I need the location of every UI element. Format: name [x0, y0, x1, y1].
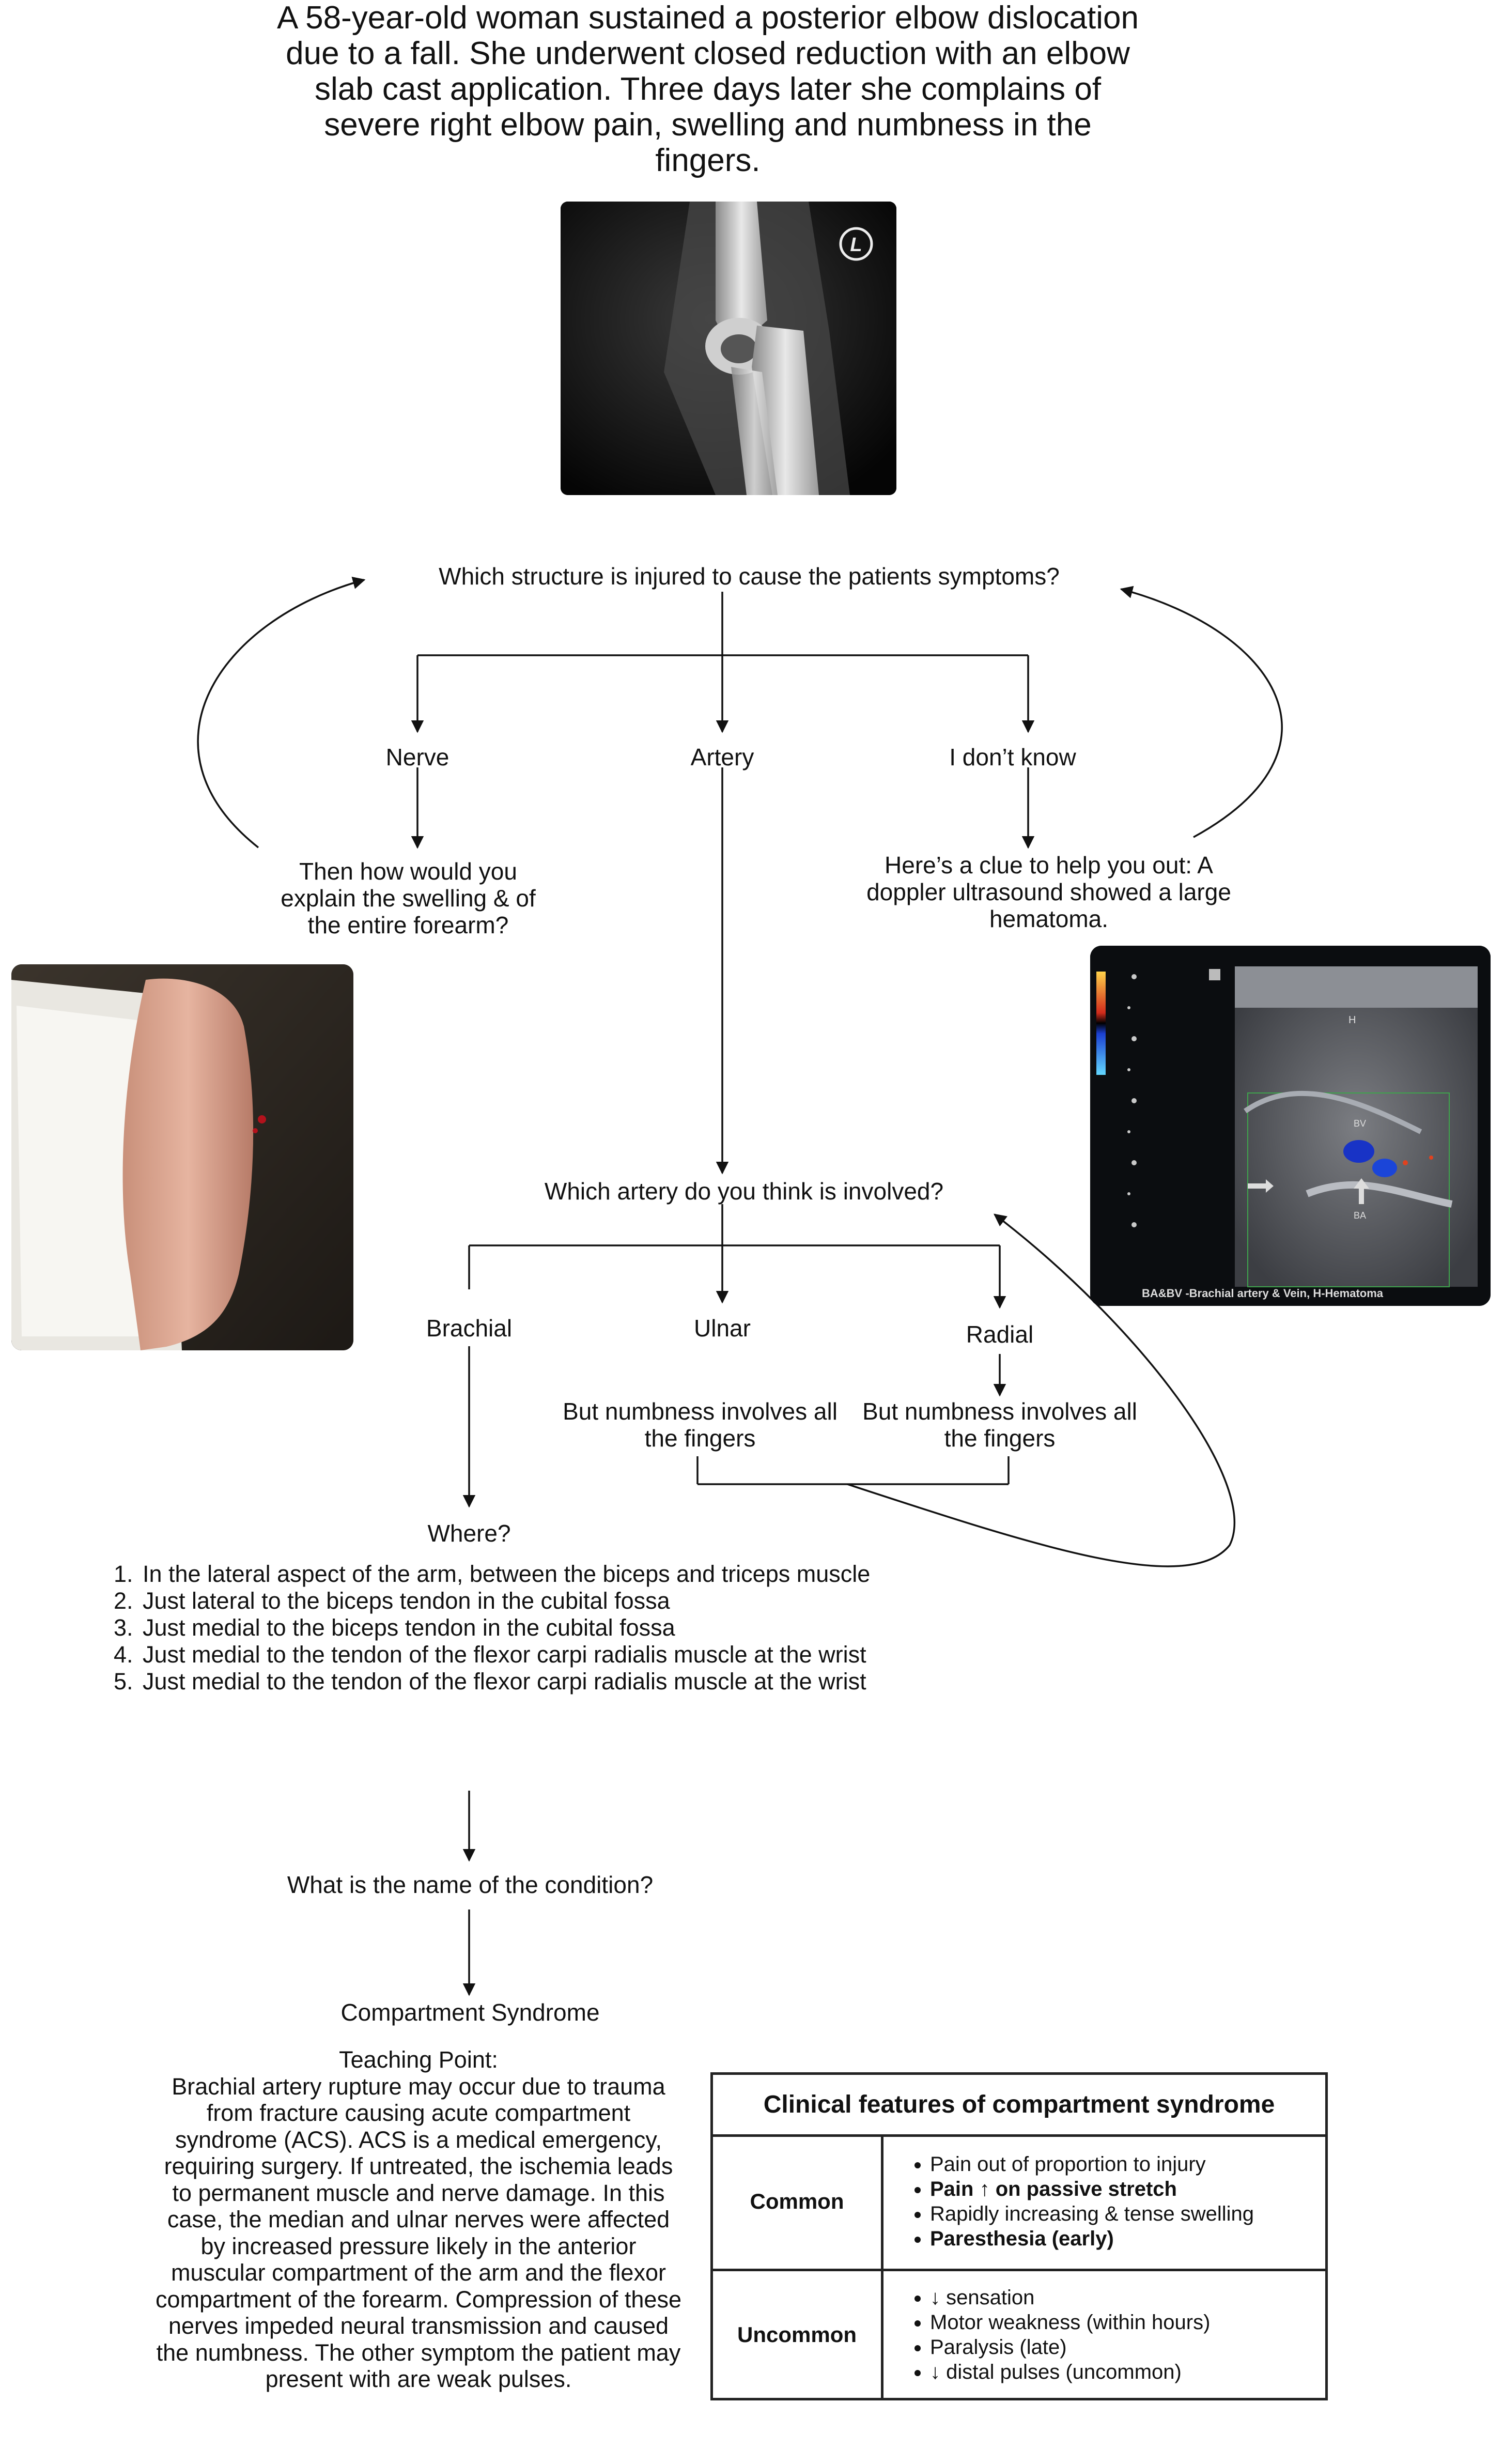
teaching-body: Brachial artery rupture may occur due to… — [156, 2073, 681, 2393]
table-row-common: Common Pain out of proportion to injury … — [713, 2134, 1325, 2271]
feature-item: ↓ distal pulses (uncommon) — [930, 2360, 1210, 2384]
feature-item: Pain out of proportion to injury — [930, 2152, 1254, 2177]
where-option[interactable]: Just medial to the biceps tendon in the … — [139, 1614, 914, 1641]
teaching-title: Teaching Point: — [339, 2046, 498, 2073]
nerve-feedback: Then how would you explain the swelling … — [281, 858, 536, 938]
feature-item: Pain ↑ on passive stretch — [930, 2177, 1254, 2201]
us-label-ba: BA — [1354, 1210, 1366, 1221]
table-title: Clinical features of compartment syndrom… — [713, 2075, 1325, 2137]
feature-item: Rapidly increasing & tense swelling — [930, 2201, 1254, 2226]
option-i-dont-know[interactable]: I don’t know — [949, 744, 1076, 771]
row-label: Uncommon — [713, 2271, 883, 2398]
row-label: Common — [713, 2134, 883, 2269]
xray-side-marker: L — [850, 234, 862, 256]
feature-list: Pain out of proportion to injury Pain ↑ … — [883, 2134, 1254, 2269]
us-label-bv: BV — [1354, 1118, 1366, 1129]
ulnar-feedback: But numbness involves all the fingers — [563, 1398, 838, 1452]
question-artery-involved: Which artery do you think is involved? — [544, 1178, 944, 1205]
us-caption: BA&BV -Brachial artery & Vein, H-Hematom… — [1142, 1287, 1384, 1300]
question-condition-name: What is the name of the condition? — [287, 1871, 654, 1898]
option-artery[interactable]: Artery — [690, 744, 754, 771]
feature-item: Paralysis (late) — [930, 2335, 1210, 2360]
clue-text: Here’s a clue to help you out: A doppler… — [866, 852, 1231, 932]
where-options-list: In the lateral aspect of the arm, betwee… — [93, 1561, 914, 1695]
option-nerve[interactable]: Nerve — [385, 744, 449, 771]
feature-item: ↓ sensation — [930, 2285, 1210, 2310]
where-option[interactable]: Just medial to the tendon of the flexor … — [139, 1641, 914, 1668]
feature-item: Motor weakness (within hours) — [930, 2310, 1210, 2335]
table-row-uncommon: Uncommon ↓ sensation Motor weakness (wit… — [713, 2271, 1325, 2398]
clinical-features-table: Clinical features of compartment syndrom… — [710, 2072, 1328, 2400]
where-option[interactable]: Just lateral to the biceps tendon in the… — [139, 1588, 914, 1614]
feature-list: ↓ sensation Motor weakness (within hours… — [883, 2271, 1210, 2398]
option-ulnar[interactable]: Ulnar — [694, 1315, 751, 1342]
question-structure-injured: Which structure is injured to cause the … — [439, 563, 1060, 590]
elbow-xray-image: L — [561, 202, 896, 495]
feature-item: Paresthesia (early) — [930, 2226, 1254, 2251]
where-question: Where? — [427, 1520, 511, 1547]
option-brachial[interactable]: Brachial — [426, 1315, 513, 1342]
case-intro: A 58-year-old woman sustained a posterio… — [276, 0, 1139, 178]
where-option[interactable]: Just medial to the tendon of the flexor … — [139, 1668, 914, 1695]
radial-feedback: But numbness involves all the fingers — [862, 1398, 1137, 1452]
us-label-h: H — [1348, 1014, 1356, 1026]
answer-compartment-syndrome: Compartment Syndrome — [340, 1999, 600, 2026]
where-option[interactable]: In the lateral aspect of the arm, betwee… — [139, 1561, 914, 1588]
option-radial[interactable]: Radial — [966, 1321, 1034, 1348]
teaching-point: Teaching Point: Brachial artery rupture … — [155, 2046, 682, 2393]
doppler-ultrasound-image: H BV BA BA&BV -Brachial artery & Vein, H… — [1090, 946, 1491, 1306]
swollen-forearm-photo — [11, 964, 353, 1350]
